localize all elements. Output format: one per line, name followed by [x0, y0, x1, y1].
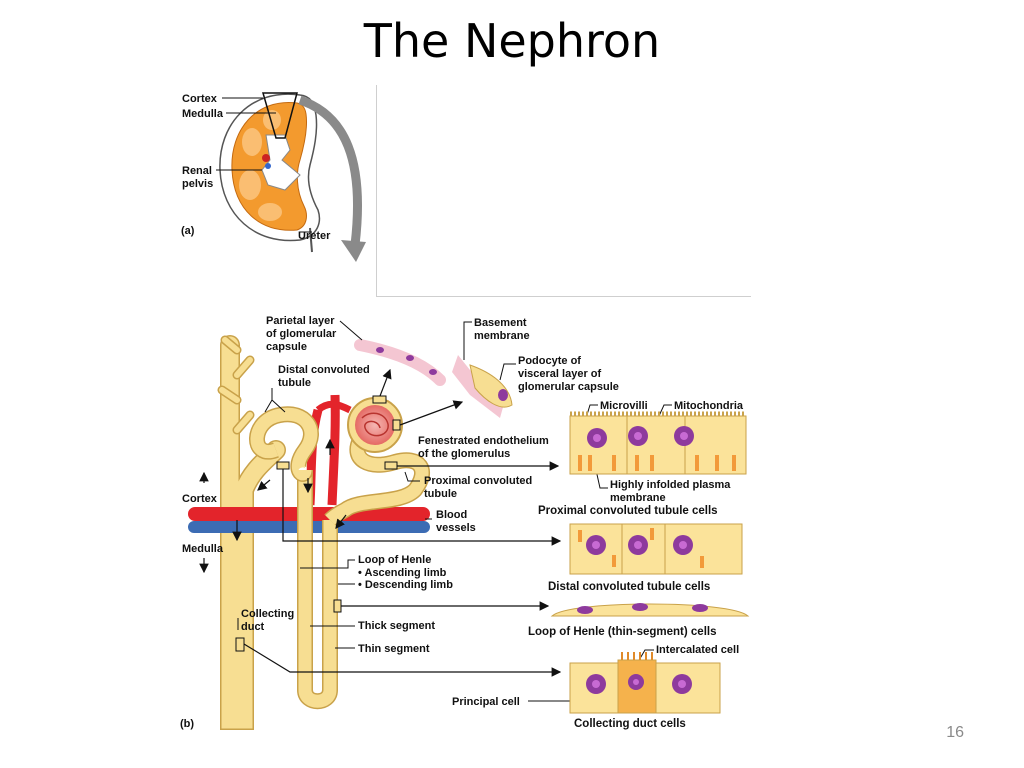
label-distal-2: tubule: [278, 377, 311, 389]
label-fenestrated-1: Fenestrated endothelium: [418, 435, 549, 447]
sample-marker-dct: [276, 461, 290, 470]
panel-tag-a: (a): [181, 225, 195, 237]
cd-cells: [569, 652, 721, 714]
label-principal: Principal cell: [452, 696, 520, 708]
label-basement-2: membrane: [474, 330, 530, 342]
nephron-location-wedge: [262, 92, 298, 139]
page-title: The Nephron: [363, 14, 661, 68]
sample-marker-pct: [384, 461, 398, 470]
label-collecting-1: Collecting: [241, 608, 294, 620]
label-renal-pelvis-2: pelvis: [182, 178, 213, 190]
label-parietal-2: of glomerular: [266, 328, 337, 340]
frame-divider-vertical: [376, 85, 377, 297]
label-parietal-1: Parietal layer: [266, 315, 335, 327]
label-intercalated: Intercalated cell: [656, 644, 739, 656]
caption-henle: Loop of Henle (thin-segment) cells: [528, 626, 716, 638]
label-medulla-b: Medulla: [182, 543, 224, 555]
panel-tag-b: (b): [180, 718, 194, 730]
label-descending: • Descending limb: [358, 579, 453, 591]
label-basement-1: Basement: [474, 317, 527, 329]
label-podocyte-3: glomerular capsule: [518, 381, 619, 393]
label-medulla-a: Medulla: [182, 108, 224, 120]
kidney-section: [216, 92, 366, 262]
pct-cells: [569, 411, 747, 475]
loop-of-henle: [297, 470, 338, 710]
glomerulus: [347, 395, 403, 453]
label-cortex-b: Cortex: [182, 493, 218, 505]
label-renal-pelvis-1: Renal: [182, 165, 212, 177]
caption-pct: Proximal convoluted tubule cells: [538, 505, 718, 517]
slide-number: 16: [946, 724, 964, 741]
label-infolded-1: Highly infolded plasma: [610, 479, 731, 491]
label-collecting-2: duct: [241, 621, 265, 633]
podocyte-detail: [452, 355, 513, 418]
label-cortex-a: Cortex: [182, 93, 218, 105]
label-mitochondria: Mitochondria: [674, 400, 744, 412]
label-henle: Loop of Henle: [358, 554, 431, 566]
caption-dct: Distal convoluted tubule cells: [548, 581, 710, 593]
label-ascending: • Ascending limb: [358, 567, 447, 579]
label-podocyte-1: Podocyte of: [518, 355, 581, 367]
label-blood-1: Blood: [436, 509, 467, 521]
zoom-arrow-icon: [341, 240, 366, 262]
label-infolded-2: membrane: [610, 492, 666, 504]
label-podocyte-2: visceral layer of: [518, 368, 602, 380]
label-microvilli: Microvilli: [600, 400, 648, 412]
dct-cells: [569, 523, 743, 575]
label-distal-1: Distal convoluted: [278, 364, 370, 376]
label-fenestrated-2: of the glomerulus: [418, 448, 510, 460]
parietal-layer-detail: [354, 339, 446, 386]
henle-cells: [550, 603, 750, 617]
caption-cd: Collecting duct cells: [574, 718, 686, 730]
label-ureter: Ureter: [298, 230, 331, 242]
label-parietal-3: capsule: [266, 341, 307, 353]
label-thick: Thick segment: [358, 620, 435, 632]
label-proximal-1: Proximal convoluted: [424, 475, 532, 487]
label-blood-2: vessels: [436, 522, 476, 534]
label-proximal-2: tubule: [424, 488, 457, 500]
frame-divider-horizontal: [376, 296, 751, 297]
sample-marker-cd: [235, 637, 245, 652]
label-thin: Thin segment: [358, 643, 430, 655]
sample-marker-henle: [333, 599, 342, 613]
